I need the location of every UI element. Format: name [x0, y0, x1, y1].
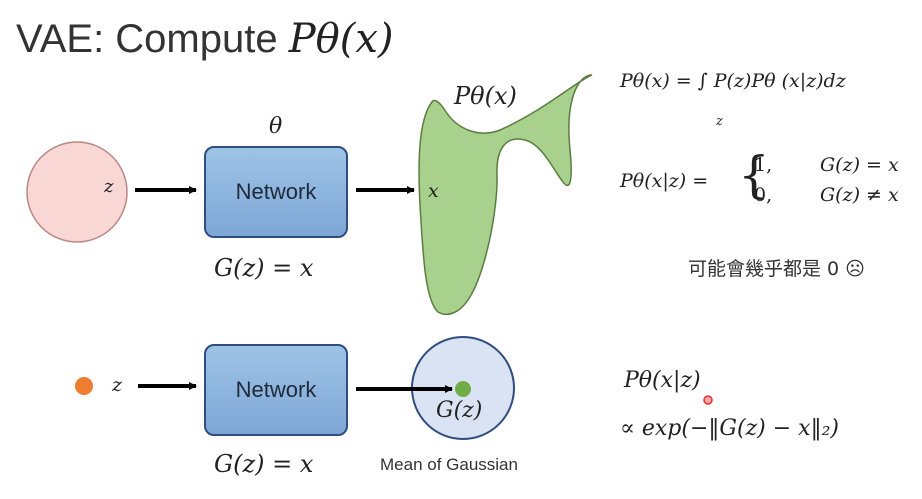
slide-title: VAE: Compute Pθ(x) [16, 16, 393, 62]
pointer-dot [703, 395, 713, 405]
slide-title-text: VAE: Compute [16, 17, 289, 61]
case2-value: 0, [754, 184, 773, 206]
output-x-label: x [428, 180, 439, 202]
marginal-integral-subscript: z [716, 114, 723, 129]
gaussian-conditional-lhs: Pθ(x|z) [624, 368, 701, 393]
latent-dot [75, 377, 93, 395]
network-box-top: Network [204, 146, 348, 238]
case1-value: 1, [754, 154, 773, 176]
conditional-lhs: Pθ(x|z) = [620, 170, 709, 192]
slide-title-math: Pθ(x) [288, 16, 394, 62]
gaussian-proportional-formula: ∝ exp(−‖G(z) − x‖₂) [620, 416, 839, 441]
case2-condition: G(z) ≠ x [820, 184, 899, 206]
generator-equation-top: G(z) = x [214, 254, 314, 282]
generator-equation-bottom: G(z) = x [214, 450, 314, 478]
network-box-bottom: Network [204, 344, 348, 436]
zero-probability-note: 可能會幾乎都是 0 ☹ [688, 258, 865, 280]
mean-dot [455, 381, 471, 397]
latent-z-label-bottom: z [112, 374, 123, 396]
gaussian-caption: Mean of Gaussian [380, 455, 518, 474]
latent-circle [26, 141, 128, 243]
theta-label: θ [269, 114, 283, 139]
mean-label: G(z) [436, 398, 483, 423]
marginal-formula: Pθ(x) = ∫ P(z)Pθ (x|z)dz [620, 70, 846, 92]
cases-brace: { [738, 146, 770, 204]
latent-z-label: z [104, 176, 114, 197]
distribution-blob [418, 74, 593, 316]
network-label-bottom: Network [235, 377, 317, 402]
distribution-label: Pθ(x) [454, 82, 517, 110]
network-label-top: Network [235, 179, 317, 204]
case1-condition: G(z) = x [820, 154, 899, 176]
